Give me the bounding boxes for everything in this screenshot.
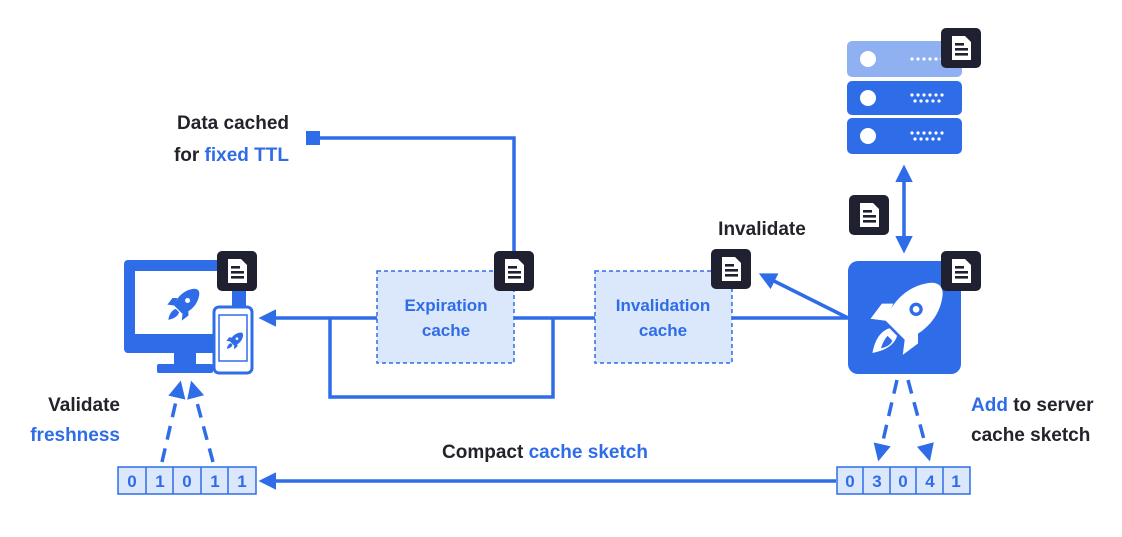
data-cached-label: Data cached [177,113,289,134]
validate-arrow-right [187,380,215,463]
document-icon [941,28,981,68]
sketch-bit: 0 [127,472,136,491]
compact-prefix: Compact [442,442,529,463]
bypass-loop-line [328,318,555,399]
add-suffix: to server [1008,395,1094,416]
compact-highlight: cache sketch [529,442,648,463]
client-phone [212,305,254,375]
fixed-ttl-highlight: fixed TTL [205,145,290,166]
fixed-ttl-label: for fixed TTL [174,145,289,166]
expiration-cache-label-1: Expiration [404,296,487,315]
invalidation-cache-label-2: cache [639,321,687,340]
sketch-bit: 1 [210,472,219,491]
validate-arrow-left [160,380,186,463]
sketch-bit: 0 [182,472,191,491]
document-icon [494,251,534,291]
ttl-marker [306,131,320,145]
add-highlight: Add [971,395,1008,416]
invalidation-cache-label-1: Invalidation [616,296,710,315]
fixed-ttl-prefix: for [174,145,205,166]
server-icon [847,41,962,154]
client-cache-sketch: 0 1 0 1 1 [117,466,257,495]
sketch-count: 3 [872,472,881,491]
sketch-update-arrow-left [873,379,899,462]
compact-sketch-label: Compact cache sketch [442,442,648,463]
invalidate-label: Invalidate [718,219,806,240]
document-icon [849,195,889,235]
document-icon [711,249,751,289]
sketch-bit: 1 [237,472,246,491]
rocket-server [848,261,961,374]
document-icon [217,251,257,291]
server-cache-sketch: 0 3 0 4 1 [836,466,971,495]
server-cache-sketch-label: cache sketch [971,425,1090,446]
add-to-server-label: Add to server [971,395,1094,416]
freshness-label: freshness [30,425,120,446]
sketch-bit: 1 [155,472,164,491]
invalidation-cache: Invalidation cache [594,270,733,364]
validate-label: Validate [48,395,120,416]
sketch-count: 4 [925,472,935,491]
expiration-cache: Expiration cache [376,270,515,364]
sketch-update-arrow-right [906,379,934,462]
expiration-cache-label-2: cache [422,321,470,340]
ttl-leader-line [320,136,516,252]
sketch-count: 1 [951,472,960,491]
invalidate-arrow [758,273,849,320]
sketch-count: 0 [898,472,907,491]
document-icon [941,251,981,291]
sketch-count: 0 [845,472,854,491]
